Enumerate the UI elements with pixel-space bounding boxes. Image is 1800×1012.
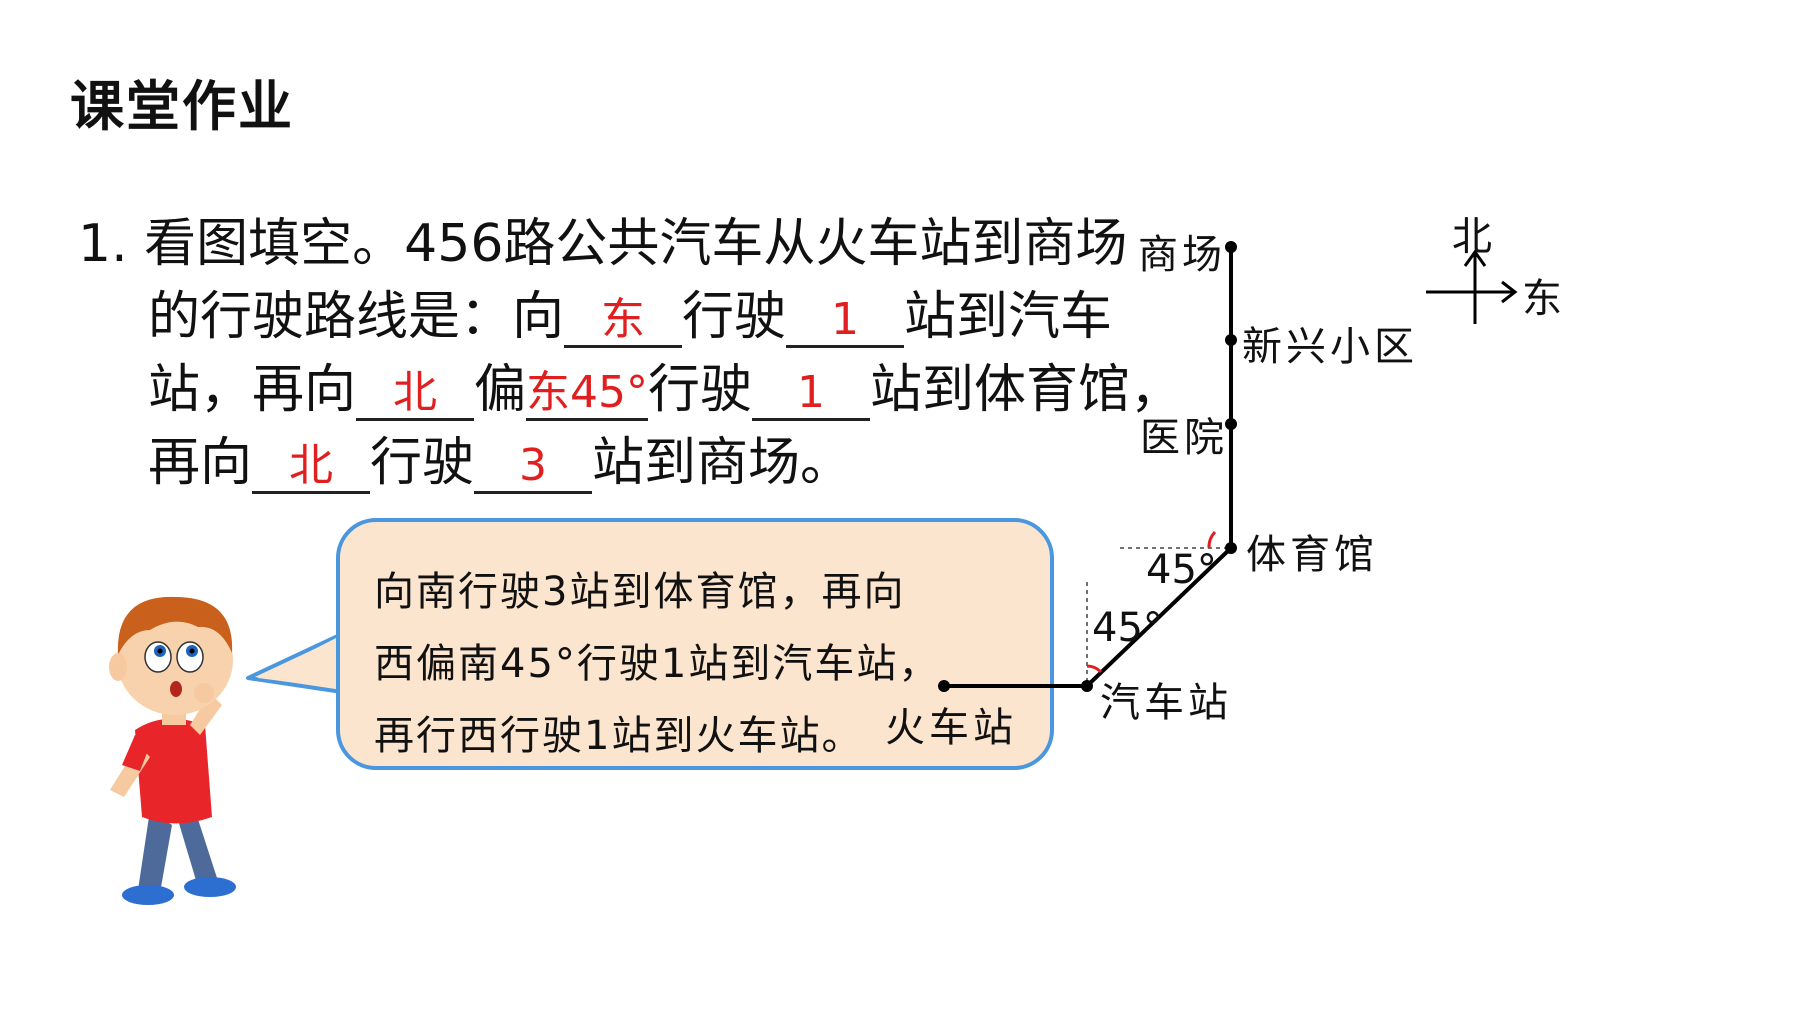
stop-dot-xinxing xyxy=(1225,334,1237,346)
stop-dot-hospital xyxy=(1225,418,1237,430)
boy-illustration xyxy=(109,596,236,905)
question-text: 站到商场。 xyxy=(592,433,853,493)
speech-bubble: 向南行驶3站到体育馆，再向 西偏南45°行驶1站到汽车站， 再行西行驶1站到火车… xyxy=(336,518,1054,770)
compass xyxy=(1426,249,1518,324)
answer-blank-direction-1[interactable]: 东 xyxy=(564,295,683,348)
label-mall: 商场 xyxy=(1138,232,1226,278)
answer-blank-direction-3[interactable]: 北 xyxy=(252,441,371,494)
answer-blank-angle[interactable]: 东45° xyxy=(526,368,649,421)
question-line-1: 1. 看图填空。456路公共汽车从火车站到商场 xyxy=(78,208,1182,281)
bubble-line-1: 向南行驶3站到体育馆，再向 xyxy=(374,569,906,615)
question-text: 站到汽车 xyxy=(904,287,1113,347)
angle-arc-bottom xyxy=(1086,664,1103,674)
angle-label-top: 45° xyxy=(1146,547,1217,593)
question-number: 1. xyxy=(78,214,128,274)
question-text: 的行驶路线是：向 xyxy=(148,287,565,347)
stop-dot-stadium xyxy=(1225,542,1237,554)
angle-arc-top xyxy=(1207,530,1217,549)
label-bus-station: 汽车站 xyxy=(1100,680,1232,726)
label-hospital: 医院 xyxy=(1140,415,1228,461)
label-xinxing: 新兴小区 xyxy=(1242,324,1418,370)
label-stadium: 体育馆 xyxy=(1246,532,1378,578)
stop-dot-mall xyxy=(1225,241,1237,253)
answer-blank-stops-2[interactable]: 1 xyxy=(752,368,871,421)
route-segment-west xyxy=(938,680,1090,692)
question-text: 行驶 xyxy=(682,287,787,347)
page-title: 课堂作业 xyxy=(70,75,294,138)
speech-bubble-tail xyxy=(246,632,344,694)
compass-north-label: 北 xyxy=(1452,214,1492,260)
answer-blank-stops-1[interactable]: 1 xyxy=(786,295,905,348)
angle-label-bottom: 45° xyxy=(1092,605,1163,651)
question-text: 站，再向 xyxy=(148,360,357,420)
label-train-station: 火车站 xyxy=(885,705,1017,751)
compass-east-label: 东 xyxy=(1522,276,1562,322)
stop-dot-train-station xyxy=(938,680,950,692)
question-text: 看图填空。456路公共汽车从火车站到商场 xyxy=(144,214,1128,274)
question-text: 再向 xyxy=(148,433,253,493)
question-text: 行驶 xyxy=(648,360,753,420)
bubble-line-3: 再行西行驶1站到火车站。 xyxy=(374,713,864,759)
answer-blank-stops-3[interactable]: 3 xyxy=(474,441,593,494)
question-text: 站到体育馆， xyxy=(870,360,1183,420)
answer-blank-direction-2[interactable]: 北 xyxy=(356,368,475,421)
question-text: 行驶 xyxy=(370,433,475,493)
bubble-line-2: 西偏南45°行驶1站到汽车站， xyxy=(374,641,941,687)
question-text: 偏 xyxy=(474,360,527,420)
